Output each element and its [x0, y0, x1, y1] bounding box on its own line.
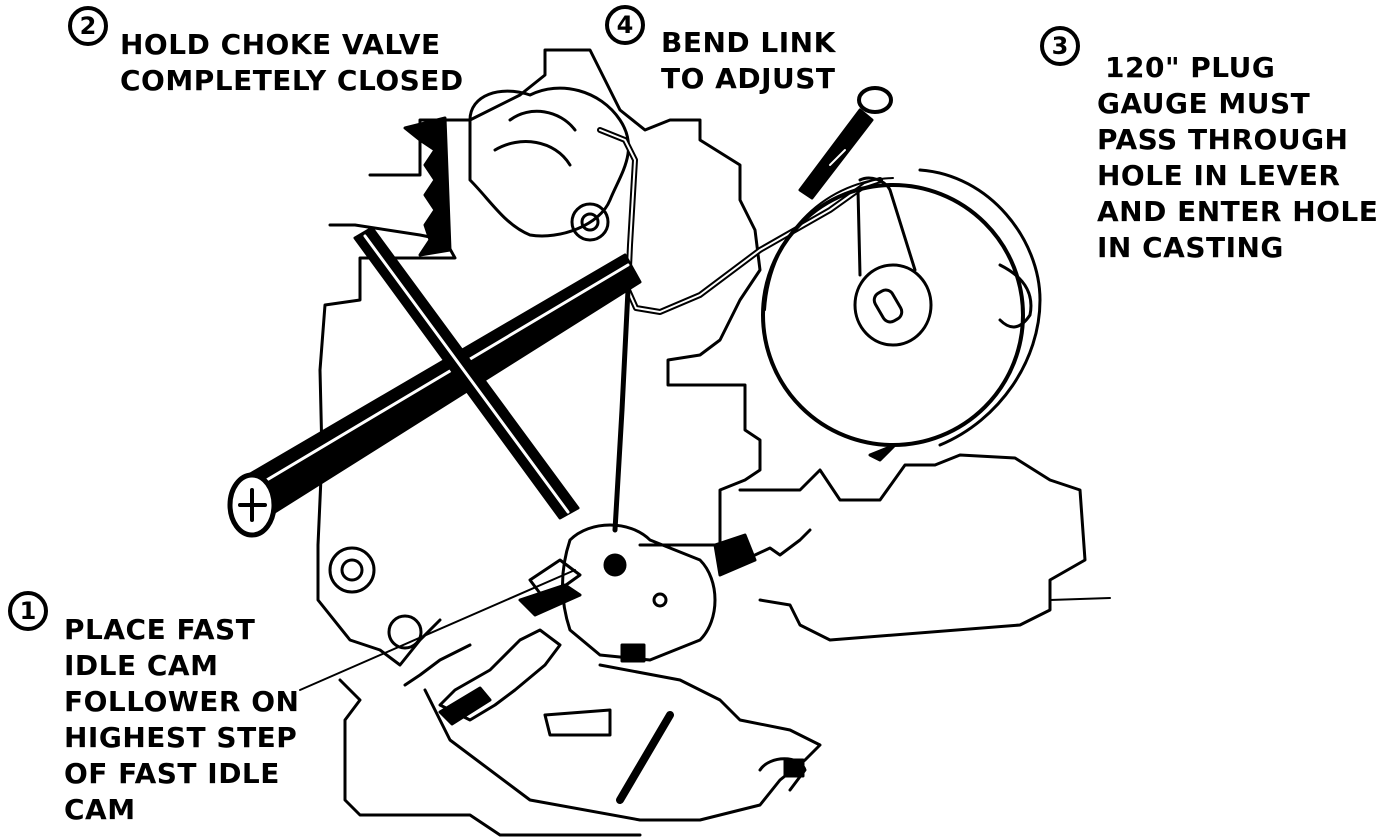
- diaphragm-rim: [918, 168, 1042, 447]
- choke-lever: [856, 176, 917, 277]
- choke-diaphragm: [761, 183, 1025, 447]
- step-3-line-5: AND ENTER HOLE: [1097, 195, 1379, 228]
- pivot-boss-upper: [328, 546, 376, 594]
- vertical-link: [612, 287, 631, 533]
- step-4-line-2: TO ADJUST: [661, 62, 836, 95]
- choke-housing: [468, 86, 631, 238]
- leader-line-1: [299, 569, 576, 691]
- step-2-line-2: COMPLETELY CLOSED: [120, 64, 464, 97]
- step-1-line-1: PLACE FAST: [64, 613, 256, 646]
- step-1-line-2: IDLE CAM: [64, 649, 219, 682]
- pivot-boss-lower: [387, 614, 423, 650]
- step-3-line-2: GAUGE MUST: [1097, 87, 1311, 120]
- lower-slot: [543, 708, 612, 737]
- body-lower-left: [338, 678, 642, 837]
- serrated-bracket: [403, 116, 452, 257]
- vacuum-break: [738, 453, 1087, 642]
- step-4-number: 4: [605, 5, 645, 45]
- step-4-line-1: BEND LINK: [661, 26, 836, 59]
- choke-lever-hub: [853, 263, 933, 347]
- lower-bolt: [616, 711, 674, 804]
- base-right-edge: [403, 643, 472, 687]
- step-2-line-1: HOLD CHOKE VALVE: [120, 28, 441, 61]
- step-1-line-4: HIGHEST STEP: [64, 721, 298, 754]
- housing-screw: [570, 202, 610, 242]
- plug-gauge: [798, 86, 893, 200]
- step-3-line-3: PASS THROUGH: [1097, 123, 1349, 156]
- step-3-line-4: HOLE IN LEVER: [1097, 159, 1341, 192]
- step-1-line-5: OF FAST IDLE: [64, 757, 280, 790]
- step-3-number: 3: [1040, 26, 1080, 66]
- step-3-label: 120" PLUG GAUGE MUST PASS THROUGH HOLE I…: [1097, 50, 1378, 266]
- step-1-label: PLACE FAST IDLE CAM FOLLOWER ON HIGHEST …: [64, 612, 299, 828]
- step-1-line-6: CAM: [64, 793, 136, 826]
- carburetor-body: [368, 48, 762, 547]
- step-3-line-6: IN CASTING: [1097, 231, 1284, 264]
- step-1-line-3: FOLLOWER ON: [64, 685, 300, 718]
- step-2-number: 2: [68, 6, 108, 46]
- step-4-label: BEND LINK TO ADJUST: [661, 25, 836, 97]
- step-1-number: 1: [8, 591, 48, 631]
- housing-detail: [493, 109, 577, 167]
- throttle-lever: [438, 628, 562, 722]
- fast-idle-cam: [518, 523, 717, 663]
- step-2-label: HOLD CHOKE VALVE COMPLETELY CLOSED: [120, 27, 464, 99]
- vacuum-break-stem: [1049, 597, 1111, 601]
- step-3-line-1: 120" PLUG: [1105, 51, 1276, 84]
